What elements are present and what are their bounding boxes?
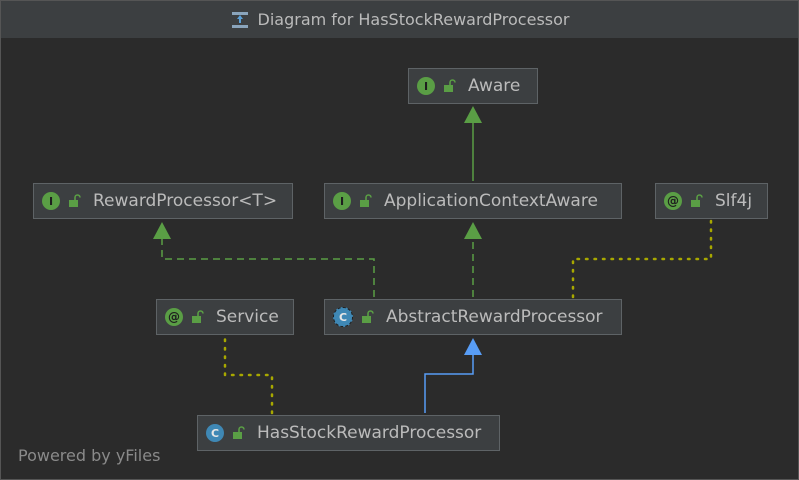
node-label: RewardProcessor<T> (93, 191, 278, 211)
node-label: Aware (468, 76, 521, 96)
unlocked-icon (691, 194, 703, 207)
diagram-icon (231, 11, 248, 28)
class-icon: C (206, 424, 224, 442)
node-service[interactable]: @ Service (156, 299, 294, 335)
unlocked-icon (360, 194, 372, 207)
node-application-context-aware[interactable]: I ApplicationContextAware (324, 183, 622, 219)
node-label: HasStockRewardProcessor (257, 423, 482, 443)
edge-hasstock-service (223, 335, 274, 415)
unlocked-icon (69, 194, 81, 207)
edge-hasstock-abstract (424, 338, 482, 413)
node-aware[interactable]: I Aware (408, 68, 538, 104)
title-bar: Diagram for HasStockRewardProcessor (1, 1, 798, 39)
interface-icon: I (333, 192, 351, 210)
annotation-icon: @ (664, 192, 682, 210)
unlocked-icon (362, 310, 374, 323)
node-has-stock-reward-processor[interactable]: C HasStockRewardProcessor (197, 415, 500, 451)
unlocked-icon (233, 426, 245, 439)
abstract-class-icon: C (333, 307, 353, 327)
edge-abstract-applicationcontextaware (464, 222, 482, 297)
unlocked-icon (192, 310, 204, 323)
node-label: ApplicationContextAware (384, 191, 598, 211)
node-abstract-reward-processor[interactable]: C AbstractRewardProcessor (324, 299, 622, 335)
unlocked-icon (444, 79, 456, 92)
edge-abstract-slf4j (571, 219, 713, 299)
node-label: Service (216, 307, 279, 327)
edge-applicationcontextaware-aware (464, 106, 482, 181)
interface-icon: I (417, 77, 435, 95)
powered-by-label: Powered by yFiles (18, 446, 161, 465)
node-label: AbstractRewardProcessor (386, 307, 603, 327)
window-title: Diagram for HasStockRewardProcessor (257, 10, 570, 29)
interface-icon: I (42, 192, 60, 210)
edge-abstract-rewardprocessor (153, 222, 375, 297)
node-reward-processor[interactable]: I RewardProcessor<T> (33, 183, 293, 219)
annotation-icon: @ (165, 308, 183, 326)
node-slf4j[interactable]: @ Slf4j (655, 183, 768, 219)
node-label: Slf4j (715, 191, 753, 211)
